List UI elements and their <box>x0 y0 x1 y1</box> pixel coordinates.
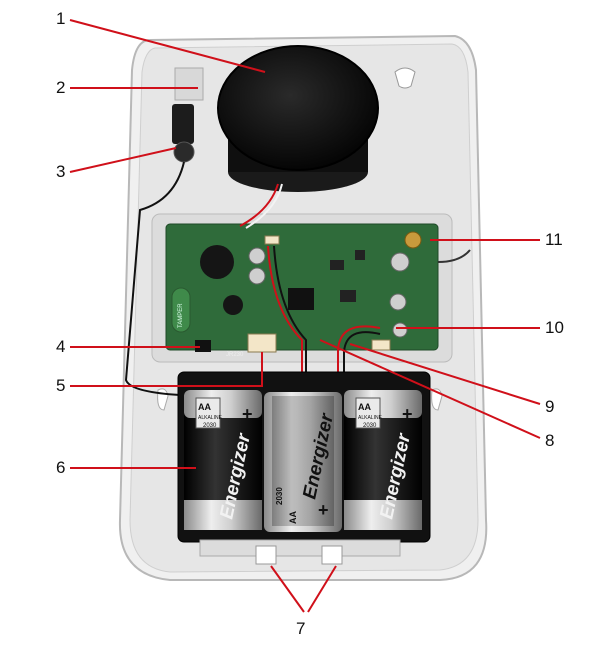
battery-2-size: AA <box>288 511 298 524</box>
battery-1-year: 2030 <box>203 423 217 429</box>
battery-2-year: 2030 <box>275 487 284 505</box>
callout-8: 8 <box>545 431 555 450</box>
leader-line-7b <box>307 565 337 613</box>
tamper-switch <box>124 104 195 396</box>
callout-7: 7 <box>296 619 306 638</box>
leader-line-5 <box>70 352 263 387</box>
leader-line-1 <box>69 19 266 73</box>
callout-9: 9 <box>545 397 555 416</box>
battery-2-plus: + <box>318 500 329 520</box>
callout-6: 6 <box>56 458 66 477</box>
battery-1-size: AA <box>198 402 211 412</box>
battery-3-plus: + <box>402 404 413 424</box>
battery-3-size: AA <box>358 402 371 412</box>
leader-line-7a <box>270 565 305 613</box>
callout-2: 2 <box>56 78 66 97</box>
callout-5: 5 <box>56 376 66 395</box>
battery-1-plus: + <box>242 404 253 424</box>
leader-line-3 <box>69 147 177 173</box>
tamper-silkscreen: TAMPER <box>178 303 184 328</box>
battery-1: AA ALKALINE 2030 + Energizer <box>184 390 262 530</box>
leader-line-9 <box>349 343 541 405</box>
battery-3-type: ALKALINE <box>358 415 383 421</box>
battery-2: Energizer + 2030 AA <box>264 392 342 532</box>
connector-silkscreen: JR230 <box>226 352 244 358</box>
pcb-area: TAMPER JR230 <box>151 213 453 363</box>
battery-3: AA ALKALINE 2030 + Energizer <box>344 390 422 530</box>
speaker <box>217 45 379 192</box>
wires <box>239 183 471 395</box>
callout-4: 4 <box>56 337 66 356</box>
callout-11: 11 <box>545 230 563 249</box>
callout-3: 3 <box>56 162 66 181</box>
leader-lines <box>69 19 541 613</box>
battery-1-type: ALKALINE <box>198 415 223 421</box>
battery-3-year: 2030 <box>363 423 377 429</box>
callout-1: 1 <box>56 9 66 28</box>
callout-10: 10 <box>545 318 564 337</box>
leader-line-8 <box>319 339 541 439</box>
